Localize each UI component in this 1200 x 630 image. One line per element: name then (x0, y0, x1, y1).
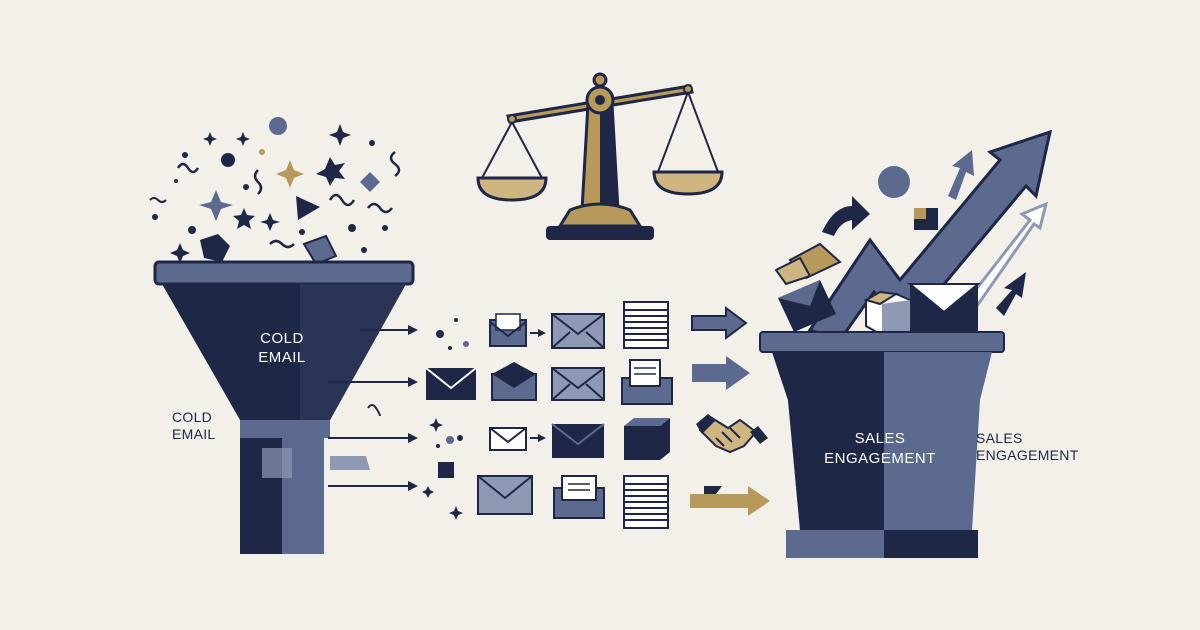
funnel-icon (153, 260, 415, 554)
envelope-icon (425, 367, 477, 400)
growth-arrow-icon (774, 129, 1053, 342)
confetti-shapes (149, 117, 401, 266)
envelope-icon (477, 475, 533, 515)
sales-engagement-side-label-line1: SALES (976, 430, 1023, 446)
cold-email-side-label-line2: EMAIL (172, 426, 216, 442)
flow-row-3 (367, 404, 768, 460)
handshake-icon (696, 414, 768, 454)
envelope-icon (553, 475, 605, 519)
sales-engagement-side-label-line2: ENGAGEMENT (976, 447, 1079, 463)
document-stack-icon (623, 301, 669, 349)
envelope-icon (551, 313, 605, 349)
arrow-right-icon (690, 486, 770, 516)
cold-email-side-label-line1: COLD (172, 409, 213, 425)
envelope-icon (551, 423, 605, 458)
envelope-icon (491, 362, 537, 401)
envelope-icon (489, 427, 527, 451)
envelope-icon (551, 367, 605, 401)
sales-engagement-side-label: SALES ENGAGEMENT (976, 430, 1079, 464)
arrow-right-icon (691, 306, 748, 340)
arrow-right-icon (692, 356, 750, 390)
podium-label-line1: SALES (855, 430, 906, 447)
box-icon (624, 418, 670, 460)
podium-icon (759, 331, 1005, 558)
podium-label-line2: ENGAGEMENT (824, 450, 936, 467)
document-stack-icon (623, 475, 669, 529)
flow-row-4 (422, 462, 770, 529)
scale-icon (476, 72, 724, 240)
flow-row-2 (425, 356, 750, 405)
flow-row-1 (436, 301, 748, 350)
envelope-icon (489, 313, 527, 347)
cold-email-side-label: COLD EMAIL (172, 409, 216, 443)
funnel-output-arrows (328, 325, 418, 491)
funnel-label-line2: EMAIL (258, 349, 306, 366)
funnel-label-line1: COLD (260, 330, 304, 347)
document-tray-icon (621, 359, 673, 405)
